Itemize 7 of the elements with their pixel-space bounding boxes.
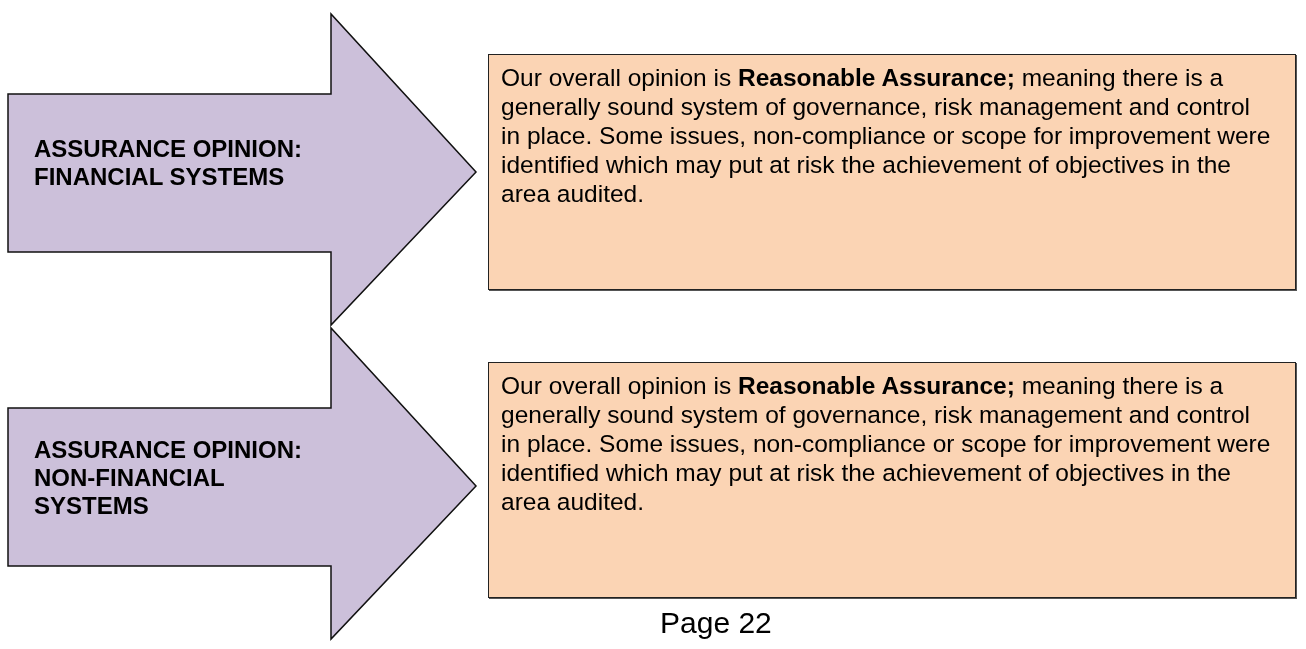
arrow-label: ASSURANCE OPINION: FINANCIAL SYSTEMS bbox=[34, 135, 304, 191]
text-box bbox=[488, 54, 1296, 290]
arrow-label: ASSURANCE OPINION: NON-FINANCIAL SYSTEMS bbox=[34, 436, 304, 520]
box-text: Our overall opinion is Reasonable Assurance; meaning there is a generally sound system of governance, risk management and control in place. Some issues, non-compliance or scope for improvement were identified which may put at risk the achievement of objectives in the area audited. bbox=[501, 63, 1272, 208]
text-box bbox=[488, 362, 1296, 598]
box-text: Our overall opinion is Reasonable Assurance; meaning there is a generally sound system of governance, risk management and control in place. Some issues, non-compliance or scope for improvement were identified which may put at risk the achievement of objectives in the area audited. bbox=[501, 371, 1272, 516]
page-number: Page 22 bbox=[660, 605, 772, 641]
